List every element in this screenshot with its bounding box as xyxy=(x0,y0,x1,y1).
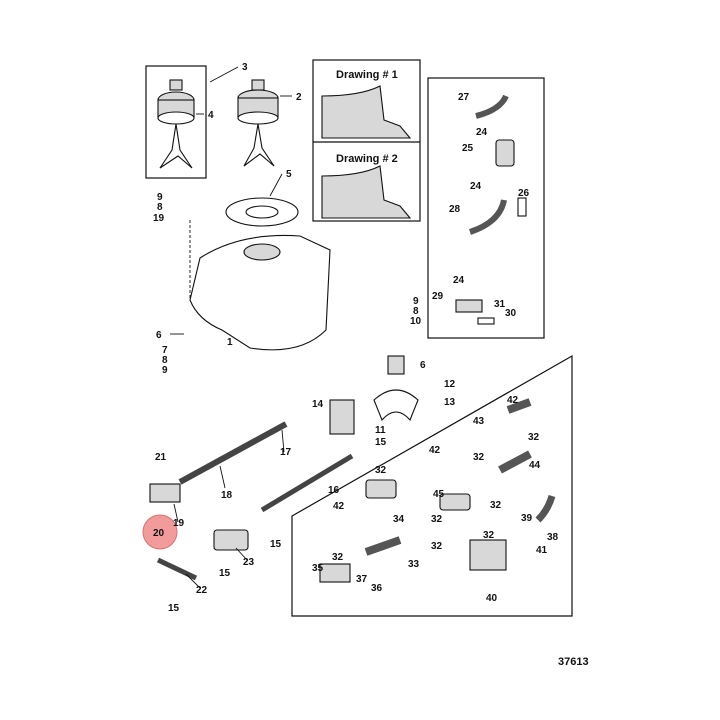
callout-4: 4 xyxy=(208,110,214,121)
callout-9c: 9 xyxy=(413,296,419,307)
callout-41: 41 xyxy=(536,545,548,556)
callout-40: 40 xyxy=(486,593,498,604)
callout-32b: 32 xyxy=(473,452,485,463)
callout-1: 1 xyxy=(227,337,233,348)
callout-5: 5 xyxy=(286,169,292,180)
callout-29: 29 xyxy=(432,291,444,302)
callout-44: 44 xyxy=(529,460,541,471)
callout-32g: 32 xyxy=(431,541,443,552)
callout-9b: 9 xyxy=(162,365,168,376)
callout-20-highlighted: 20 xyxy=(153,528,165,539)
callout-23: 23 xyxy=(243,557,255,568)
fuel-line-kit-panel xyxy=(427,77,545,339)
callout-32c: 32 xyxy=(375,465,387,476)
callout-19a: 19 xyxy=(153,213,165,224)
callout-2: 2 xyxy=(296,92,302,103)
callout-42a: 42 xyxy=(507,395,519,406)
fuel-hose-left xyxy=(149,399,355,581)
callout-39: 39 xyxy=(521,513,533,524)
callout-14: 14 xyxy=(312,399,324,410)
fuel-cap-assembly-2 xyxy=(237,79,279,167)
callout-16: 16 xyxy=(328,485,340,496)
callout-38: 38 xyxy=(547,532,559,543)
callout-11: 11 xyxy=(375,425,386,436)
callout-42c: 42 xyxy=(333,501,345,512)
callout-15d: 15 xyxy=(168,603,180,614)
callout-25: 25 xyxy=(462,143,474,154)
callout-34: 34 xyxy=(393,514,405,525)
callout-32a: 32 xyxy=(528,432,540,443)
callout-31: 31 xyxy=(494,299,506,310)
figure-number: 37613 xyxy=(558,656,589,668)
callout-36: 36 xyxy=(371,583,383,594)
fuel-components-panel xyxy=(291,354,573,617)
callout-15c: 15 xyxy=(219,568,231,579)
callout-9a: 9 xyxy=(157,192,163,203)
callout-30: 30 xyxy=(505,308,517,319)
callout-24b: 24 xyxy=(470,181,482,192)
callout-17: 17 xyxy=(280,447,292,458)
callout-32f: 32 xyxy=(483,530,495,541)
callout-19b: 19 xyxy=(173,518,185,529)
callout-8b: 8 xyxy=(162,355,168,366)
callout-27: 27 xyxy=(458,92,470,103)
callout-6a: 6 xyxy=(156,330,162,341)
fuel-tank xyxy=(189,197,331,351)
leader-lines xyxy=(170,66,292,589)
callout-24a: 24 xyxy=(476,127,488,138)
callout-12: 12 xyxy=(444,379,456,390)
callout-3: 3 xyxy=(242,62,248,73)
drawing-detail-panel xyxy=(312,59,421,222)
callout-28: 28 xyxy=(449,204,461,215)
callout-45: 45 xyxy=(433,489,445,500)
callout-8c: 8 xyxy=(413,306,419,317)
callout-32h: 32 xyxy=(332,552,344,563)
callout-7: 7 xyxy=(162,345,168,356)
callout-32d: 32 xyxy=(490,500,502,511)
callout-32e: 32 xyxy=(431,514,443,525)
callout-15a: 15 xyxy=(375,437,387,448)
drawing-1-title: Drawing # 1 xyxy=(336,69,398,81)
callout-43: 43 xyxy=(473,416,485,427)
callout-35: 35 xyxy=(312,563,324,574)
callout-33: 33 xyxy=(408,559,420,570)
tank-bracket xyxy=(373,355,419,422)
callout-22: 22 xyxy=(196,585,208,596)
callout-10: 10 xyxy=(410,316,422,327)
callout-18: 18 xyxy=(221,490,233,501)
callout-6b: 6 xyxy=(420,360,426,371)
callout-26: 26 xyxy=(518,188,530,199)
highlight-circle xyxy=(142,514,178,550)
fuel-cap-assembly-4 xyxy=(145,65,207,179)
callout-21: 21 xyxy=(155,452,167,463)
drawing-2-title: Drawing # 2 xyxy=(336,153,398,165)
callout-13: 13 xyxy=(444,397,456,408)
callout-42b: 42 xyxy=(429,445,441,456)
callout-37: 37 xyxy=(356,574,368,585)
callout-15b: 15 xyxy=(270,539,282,550)
callout-8a: 8 xyxy=(157,202,163,213)
callout-24c: 24 xyxy=(453,275,465,286)
